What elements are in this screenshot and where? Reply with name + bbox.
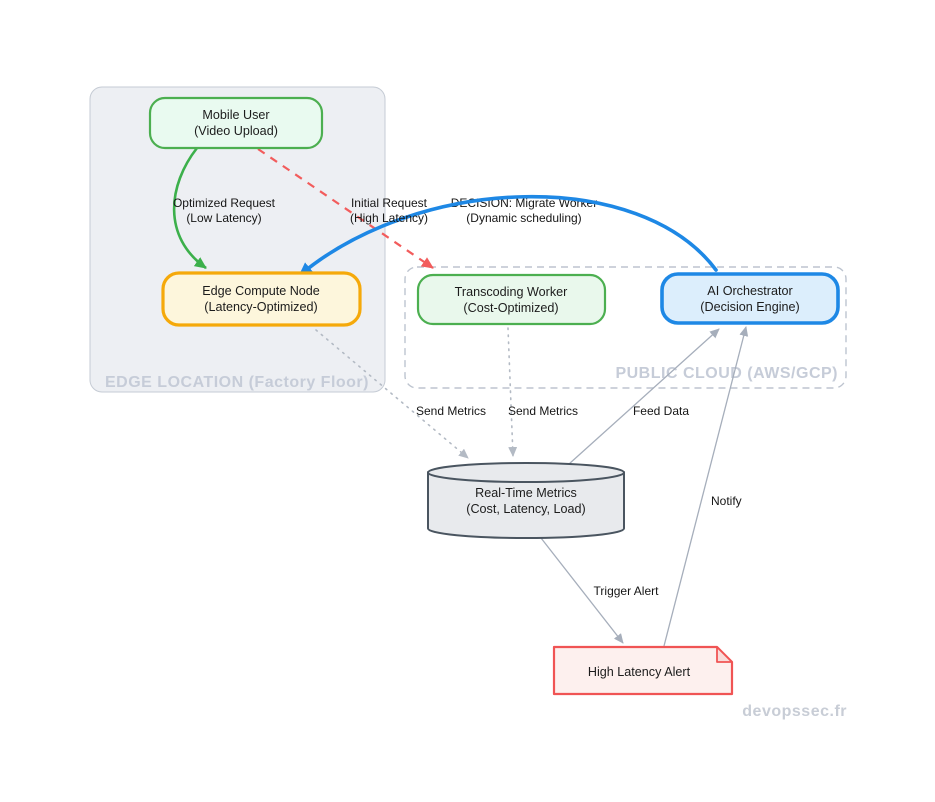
transcoding-worker-node-box xyxy=(416,273,607,326)
initial-request-edge xyxy=(257,148,434,269)
send-metrics-from-edge-edge xyxy=(315,329,469,459)
realtime-metrics-label-line2: (Cost, Latency, Load) xyxy=(466,502,585,516)
mobile-user-node: Mobile User (Video Upload) xyxy=(148,96,324,150)
optimized-request-label-line2: (Low Latency) xyxy=(186,211,261,225)
transcoding-worker-label-line2: (Cost-Optimized) xyxy=(463,301,558,315)
feed-data-edge xyxy=(568,328,720,465)
edge-location-cluster-label: EDGE LOCATION (Factory Floor) xyxy=(105,374,369,391)
trigger-alert-edge xyxy=(540,537,624,644)
edge-compute-label-line1: Edge Compute Node xyxy=(202,284,320,298)
realtime-metrics-database: Real-Time Metrics (Cost, Latency, Load) xyxy=(427,462,625,539)
initial-request-label-line2: (High Latency) xyxy=(350,211,428,225)
feed-data-label: Feed Data xyxy=(633,404,689,418)
public-cloud-cluster-label: PUBLIC CLOUD (AWS/GCP) xyxy=(615,365,838,382)
send-metrics-from-edge-label: Send Metrics xyxy=(416,404,486,418)
transcoding-worker-node: Transcoding Worker (Cost-Optimized) xyxy=(416,273,607,326)
trigger-alert-label: Trigger Alert xyxy=(594,584,660,598)
mobile-user-label-line2: (Video Upload) xyxy=(194,124,278,138)
send-metrics-from-worker-label: Send Metrics xyxy=(508,404,578,418)
alert-note-fold-icon xyxy=(716,646,733,663)
notify-edge xyxy=(663,326,749,647)
ai-orchestrator-node: AI Orchestrator (Decision Engine) xyxy=(660,272,840,325)
mobile-user-label-line1: Mobile User xyxy=(202,108,269,122)
ai-orchestrator-label-line1: AI Orchestrator xyxy=(707,284,792,298)
optimized-request-edge xyxy=(172,147,207,270)
ai-orchestrator-node-box xyxy=(660,272,840,325)
high-latency-alert-label: High Latency Alert xyxy=(588,665,691,679)
edge-compute-node-box xyxy=(161,271,362,327)
optimized-request-label-line1: Optimized Request xyxy=(173,196,276,210)
high-latency-alert-note: High Latency Alert xyxy=(552,645,734,696)
decision-label-line2: (Dynamic scheduling) xyxy=(466,211,581,225)
realtime-metrics-label-line1: Real-Time Metrics xyxy=(475,486,577,500)
notify-label: Notify xyxy=(711,494,742,508)
edge-compute-label-line2: (Latency-Optimized) xyxy=(204,300,317,314)
ai-orchestrator-label-line2: (Decision Engine) xyxy=(700,300,799,314)
optimized-request-edge-label: Optimized Request (Low Latency) xyxy=(173,196,276,225)
database-cylinder-body xyxy=(427,471,625,539)
initial-request-label-line1: Initial Request xyxy=(351,196,428,210)
initial-request-edge-label: Initial Request (High Latency) xyxy=(350,196,428,225)
send-metrics-from-worker-edge xyxy=(507,327,518,457)
database-cylinder-top xyxy=(427,462,625,483)
alert-note-body xyxy=(552,645,734,696)
edge-compute-node: Edge Compute Node (Latency-Optimized) xyxy=(161,271,362,327)
transcoding-worker-label-line1: Transcoding Worker xyxy=(455,285,568,299)
decision-migrate-edge xyxy=(298,194,718,277)
watermark-text: devopssec.fr xyxy=(742,703,847,720)
mobile-user-node-box xyxy=(148,96,324,150)
